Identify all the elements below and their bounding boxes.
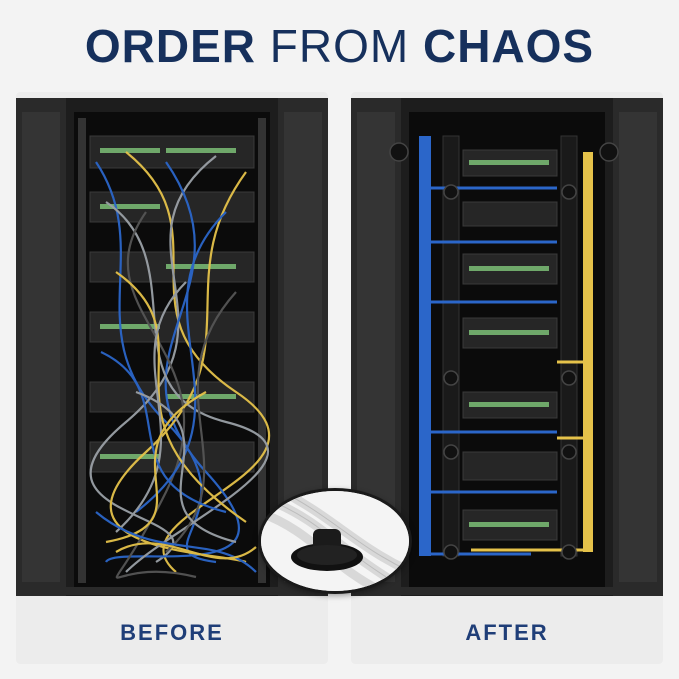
- title-word-chaos: CHAOS: [422, 20, 595, 72]
- title-word-order: ORDER: [84, 20, 256, 72]
- cable-clip-closeup: [258, 488, 412, 594]
- title-word-from: FROM: [269, 20, 410, 72]
- cable-clip-icon: [261, 491, 409, 591]
- after-label: AFTER: [465, 620, 549, 645]
- page-title: ORDER FROM CHAOS: [0, 18, 679, 74]
- before-label: BEFORE: [120, 620, 224, 645]
- after-panel: AFTER: [351, 92, 663, 664]
